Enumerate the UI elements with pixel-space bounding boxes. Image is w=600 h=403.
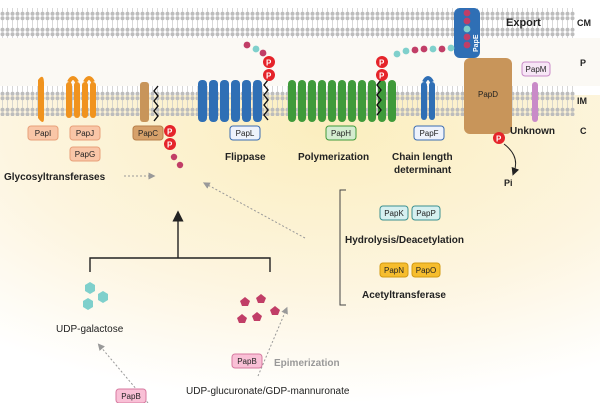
papn-tag: PapN [379, 262, 409, 278]
svg-text:PapO: PapO [416, 266, 436, 275]
lipid-carrier-papl [263, 79, 269, 121]
udp-glucuronate-label: UDP-glucuronate/GDP-mannuronate [186, 386, 350, 397]
phosphate-group: P [164, 138, 176, 150]
modification-arrow [202, 182, 306, 239]
svg-text:P: P [167, 128, 173, 137]
papl-tag: PapL [229, 125, 261, 141]
phosphate-group: P [493, 132, 505, 144]
papj-tag: PapJ [69, 125, 101, 141]
papl-flippase-protein [198, 80, 262, 122]
svg-text:P: P [379, 59, 385, 68]
papm-membrane-protein [532, 82, 538, 122]
papd-periplasmic-protein [464, 58, 512, 134]
chain-length-label-line1: Chain length [392, 152, 453, 163]
udp-galactose-label: UDP-galactose [56, 324, 124, 335]
glycosyltransferases-label: Glycosyltransferases [4, 172, 106, 183]
papd-label: PapD [478, 90, 498, 99]
svg-text:PapJ: PapJ [76, 129, 94, 138]
hydrolysis-label: Hydrolysis/Deacetylation [345, 235, 464, 246]
layer-label-cm: CM [577, 18, 591, 28]
svg-text:PapB: PapB [237, 357, 257, 366]
pape-label: PapE [473, 34, 480, 52]
exported-polymer-chain [463, 9, 471, 49]
flippase-label: Flippase [225, 152, 266, 163]
periplasmic-polymer-chain [393, 44, 455, 58]
pi-release-arrow [503, 143, 520, 176]
layer-label-c: C [580, 126, 587, 136]
epimerization-label: Epimerization [274, 358, 340, 369]
papc-tag: PapC [132, 125, 164, 141]
export-label: Export [506, 17, 541, 29]
lipid-carrier-papc [153, 85, 159, 122]
svg-text:PapF: PapF [419, 129, 438, 138]
layer-label-im: IM [577, 96, 587, 106]
svg-text:P: P [379, 72, 385, 81]
phosphate-group: P [263, 56, 275, 68]
svg-text:PapI: PapI [35, 129, 51, 138]
papi-transmembrane-protein [38, 76, 44, 122]
papb-tag-lower: PapB [115, 388, 147, 403]
papb-tag-upper: PapB [231, 353, 263, 369]
papc-transmembrane-protein [140, 82, 149, 122]
pape-outer-membrane-channel [454, 8, 480, 58]
svg-text:PapC: PapC [138, 129, 158, 138]
papg-tag: PapG [69, 146, 101, 162]
svg-text:PapK: PapK [384, 209, 404, 218]
svg-text:PapL: PapL [236, 129, 255, 138]
lipid-carrier-paph [376, 79, 382, 116]
svg-text:PapN: PapN [384, 266, 404, 275]
papi-tag: PapI [27, 125, 59, 141]
papo-tag: PapO [411, 262, 441, 278]
cytoplasm-region [0, 95, 600, 403]
phosphate-group: P [376, 56, 388, 68]
phosphate-group: P [164, 125, 176, 137]
papp-tag: PapP [411, 205, 441, 221]
phosphate-group: P [376, 69, 388, 81]
svg-text:PapM: PapM [526, 65, 547, 74]
papf-chain-length-protein [421, 76, 435, 120]
svg-text:P: P [167, 141, 173, 150]
papf-tag: PapF [413, 125, 445, 141]
papj-transmembrane-protein [66, 76, 96, 118]
chain-length-label-line2: determinant [394, 165, 452, 176]
paph-polymerase-protein [288, 80, 396, 122]
svg-text:PapH: PapH [331, 129, 351, 138]
flippase-polymer-chain [243, 41, 267, 57]
svg-text:PapB: PapB [121, 392, 141, 401]
paph-tag: PapH [325, 125, 357, 141]
phosphate-group: P [263, 69, 275, 81]
svg-text:PapG: PapG [75, 150, 95, 159]
unknown-label: Unknown [510, 126, 555, 137]
acetyltransferase-label: Acetyltransferase [362, 290, 446, 301]
svg-text:PapP: PapP [416, 209, 436, 218]
udp-glucuronate-pentagons [237, 294, 280, 323]
pi-label: Pi [504, 178, 513, 188]
papk-tag: PapK [379, 205, 409, 221]
layer-label-p: P [580, 58, 586, 68]
outer-membrane [0, 8, 575, 38]
udp-galactose-hexagons [83, 282, 108, 310]
svg-text:P: P [266, 72, 272, 81]
precursor-tree [89, 216, 271, 272]
papc-sugar-chain [170, 153, 184, 169]
papm-tag: PapM [521, 61, 551, 77]
polymerization-label: Polymerization [298, 152, 369, 163]
modification-bracket [339, 189, 346, 306]
svg-text:P: P [496, 135, 502, 144]
svg-text:P: P [266, 59, 272, 68]
